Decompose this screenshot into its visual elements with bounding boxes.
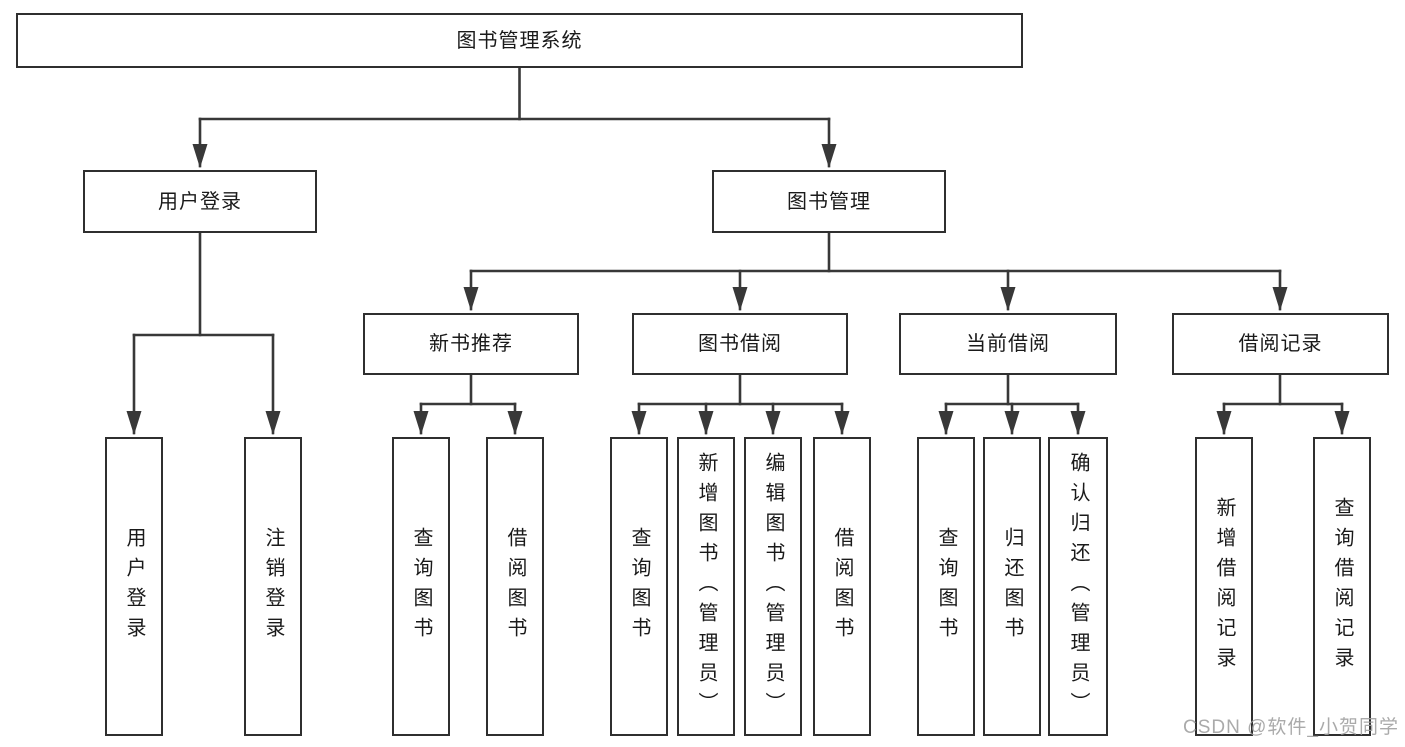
node-query-borrow-record-label: 查询借阅记录 — [1331, 496, 1353, 677]
node-add-book-admin-label: 新增图书（管理员） — [695, 451, 717, 722]
node-borrow-books-recommend: 借阅图书 — [486, 437, 544, 736]
node-new-book-recommend: 新书推荐 — [363, 313, 579, 375]
node-edit-book-admin-label: 编辑图书（管理员） — [762, 451, 784, 722]
node-add-borrow-record: 新增借阅记录 — [1195, 437, 1253, 736]
node-book-borrowing: 图书借阅 — [632, 313, 848, 375]
node-return-books: 归还图书 — [983, 437, 1041, 736]
node-user-login: 用户登录 — [105, 437, 163, 736]
node-borrow-books: 借阅图书 — [813, 437, 871, 736]
node-query-books-current: 查询图书 — [917, 437, 975, 736]
node-query-books-recommend: 查询图书 — [392, 437, 450, 736]
node-borrow-books-label: 借阅图书 — [831, 526, 853, 647]
node-query-books-recommend-label: 查询图书 — [410, 526, 432, 647]
node-query-books-borrow: 查询图书 — [610, 437, 668, 736]
node-user-login-label: 用户登录 — [123, 526, 145, 647]
node-borrow-books-recommend-label: 借阅图书 — [504, 526, 526, 647]
node-confirm-return-admin: 确认归还（管理员） — [1048, 437, 1108, 736]
node-current-borrowing-label: 当前借阅 — [966, 333, 1050, 355]
node-add-borrow-record-label: 新增借阅记录 — [1213, 496, 1235, 677]
node-query-books-borrow-label: 查询图书 — [628, 526, 650, 647]
node-return-books-label: 归还图书 — [1001, 526, 1023, 647]
node-borrowing-records: 借阅记录 — [1172, 313, 1389, 375]
node-user-login-branch: 用户登录 — [83, 170, 317, 233]
node-root-label: 图书管理系统 — [456, 29, 583, 52]
node-edit-book-admin: 编辑图书（管理员） — [744, 437, 802, 736]
node-book-management-branch-label: 图书管理 — [787, 190, 871, 213]
node-query-borrow-record: 查询借阅记录 — [1313, 437, 1371, 736]
node-book-management-branch: 图书管理 — [712, 170, 946, 233]
node-logout: 注销登录 — [244, 437, 302, 736]
node-confirm-return-admin-label: 确认归还（管理员） — [1067, 451, 1089, 722]
node-add-book-admin: 新增图书（管理员） — [677, 437, 735, 736]
node-root: 图书管理系统 — [16, 13, 1023, 68]
node-query-books-current-label: 查询图书 — [935, 526, 957, 647]
node-book-borrowing-label: 图书借阅 — [698, 333, 782, 355]
node-current-borrowing: 当前借阅 — [899, 313, 1117, 375]
node-user-login-branch-label: 用户登录 — [158, 190, 242, 213]
node-new-book-recommend-label: 新书推荐 — [429, 333, 513, 355]
node-borrowing-records-label: 借阅记录 — [1238, 333, 1323, 355]
csdn-watermark: CSDN @软件_小贺同学 — [1183, 717, 1399, 738]
node-logout-label: 注销登录 — [262, 526, 284, 647]
